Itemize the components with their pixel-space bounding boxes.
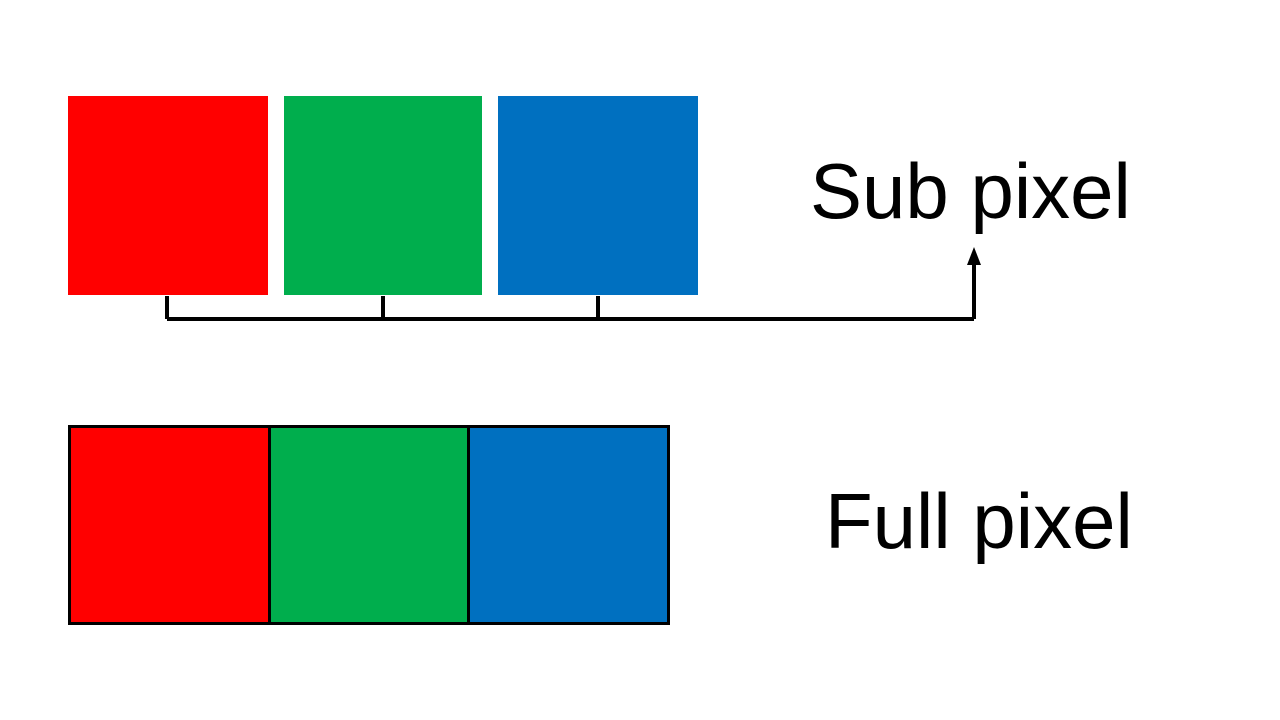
- green-subpixel: [284, 96, 482, 295]
- arrow-up-icon: [967, 247, 981, 265]
- green-channel: [267, 428, 468, 622]
- red-subpixel: [68, 96, 268, 295]
- blue-subpixel: [498, 96, 698, 295]
- fullpixel-block: [68, 425, 670, 625]
- red-channel: [71, 428, 268, 622]
- subpixel-caption: Sub pixel: [810, 147, 1131, 235]
- blue-channel: [467, 428, 668, 622]
- fullpixel-caption: Full pixel: [825, 477, 1133, 565]
